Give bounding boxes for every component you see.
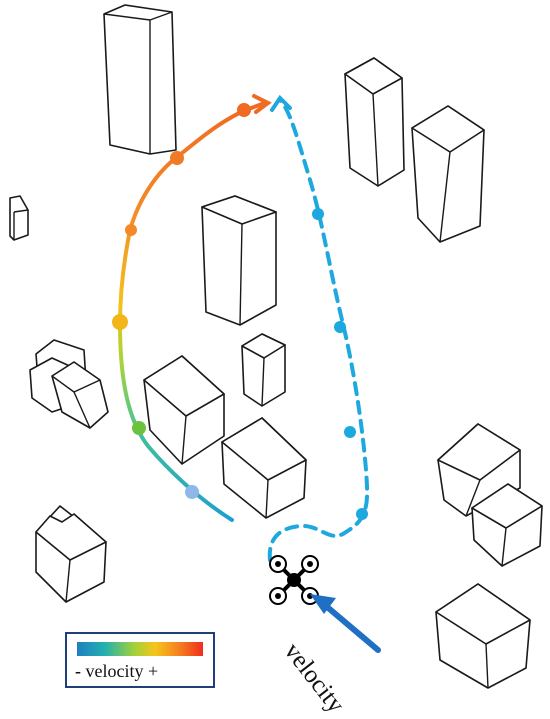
dashed-waypoint	[312, 208, 324, 220]
dashed-waypoint	[356, 508, 368, 520]
dashed-waypoint	[344, 426, 356, 438]
legend-label: velocity	[85, 661, 144, 681]
legend-minus: -	[75, 661, 81, 681]
velocity-waypoint	[237, 103, 251, 117]
building-right-cluster	[437, 423, 543, 567]
velocity-legend: - velocity +	[65, 632, 215, 688]
velocity-waypoint	[125, 224, 137, 236]
velocity-waypoint	[132, 421, 146, 435]
drone-icon	[269, 555, 319, 605]
legend-plus: +	[147, 661, 159, 681]
building-center-tower	[201, 195, 277, 326]
building-small-center	[241, 333, 286, 407]
velocity-waypoint	[185, 485, 199, 499]
building-center-left-block	[143, 355, 225, 465]
building-lower-left	[35, 505, 107, 603]
building-lower-right	[435, 583, 531, 689]
dashed-trajectory	[267, 94, 370, 562]
building-tower-top-left	[103, 4, 177, 155]
building-center-right-block	[221, 417, 307, 519]
building-tower-top-right-1	[344, 57, 405, 187]
velocity-arrow-icon	[310, 594, 381, 653]
legend-text: - velocity +	[75, 661, 158, 682]
building-tower-top-right-2	[411, 105, 485, 243]
dashed-waypoint	[334, 321, 346, 333]
building-left-edge	[9, 195, 29, 241]
velocity-waypoint	[112, 314, 128, 330]
velocity-waypoint	[170, 151, 184, 165]
building-left-cluster	[29, 339, 109, 429]
velocity-trajectory	[112, 94, 272, 522]
velocity-colorbar	[77, 642, 203, 656]
